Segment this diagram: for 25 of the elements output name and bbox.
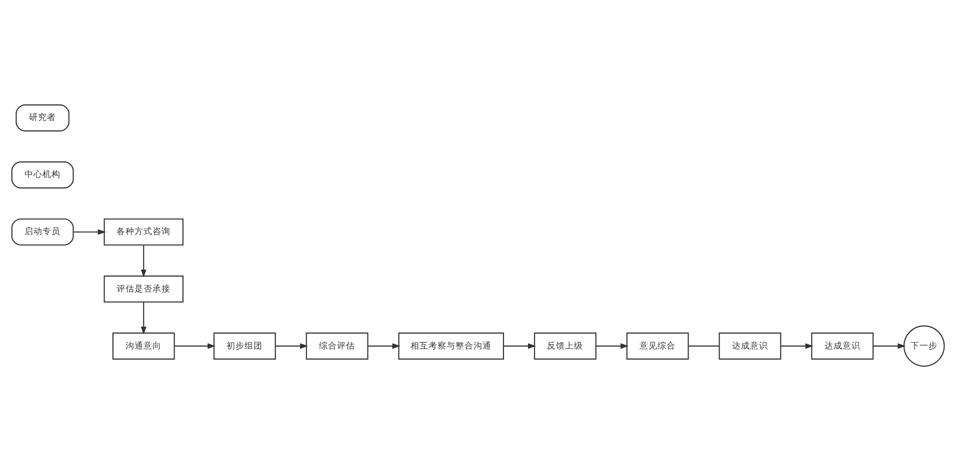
node-box: 意见综合 bbox=[626, 332, 688, 360]
node-box: 启动专员 bbox=[10, 218, 74, 246]
arrow bbox=[368, 343, 400, 349]
node-box: 达成意识 bbox=[810, 332, 874, 360]
arrow bbox=[503, 343, 536, 349]
node-box: 沟通意向 bbox=[112, 332, 174, 360]
arrow bbox=[780, 343, 813, 349]
arrow bbox=[140, 302, 146, 335]
connector bbox=[688, 346, 719, 347]
node-box: 研究者 bbox=[15, 104, 69, 132]
node-box: 相互考察与整合沟通 bbox=[398, 332, 504, 360]
arrow bbox=[72, 229, 106, 235]
arrow bbox=[274, 343, 308, 349]
node-box: 各种方式咨询 bbox=[103, 218, 184, 246]
arrow bbox=[872, 343, 906, 349]
node-box: 反馈上级 bbox=[533, 332, 596, 360]
node-circle: 下一步 bbox=[902, 325, 944, 367]
node-box: 评估是否承接 bbox=[103, 276, 184, 303]
arrow bbox=[595, 343, 628, 349]
node-box: 中心机构 bbox=[10, 161, 74, 188]
arrow bbox=[174, 343, 216, 349]
node-box: 综合评估 bbox=[305, 332, 368, 360]
node-box: 达成意识 bbox=[718, 332, 781, 360]
node-box: 初步组团 bbox=[212, 332, 276, 360]
arrow bbox=[140, 245, 146, 278]
